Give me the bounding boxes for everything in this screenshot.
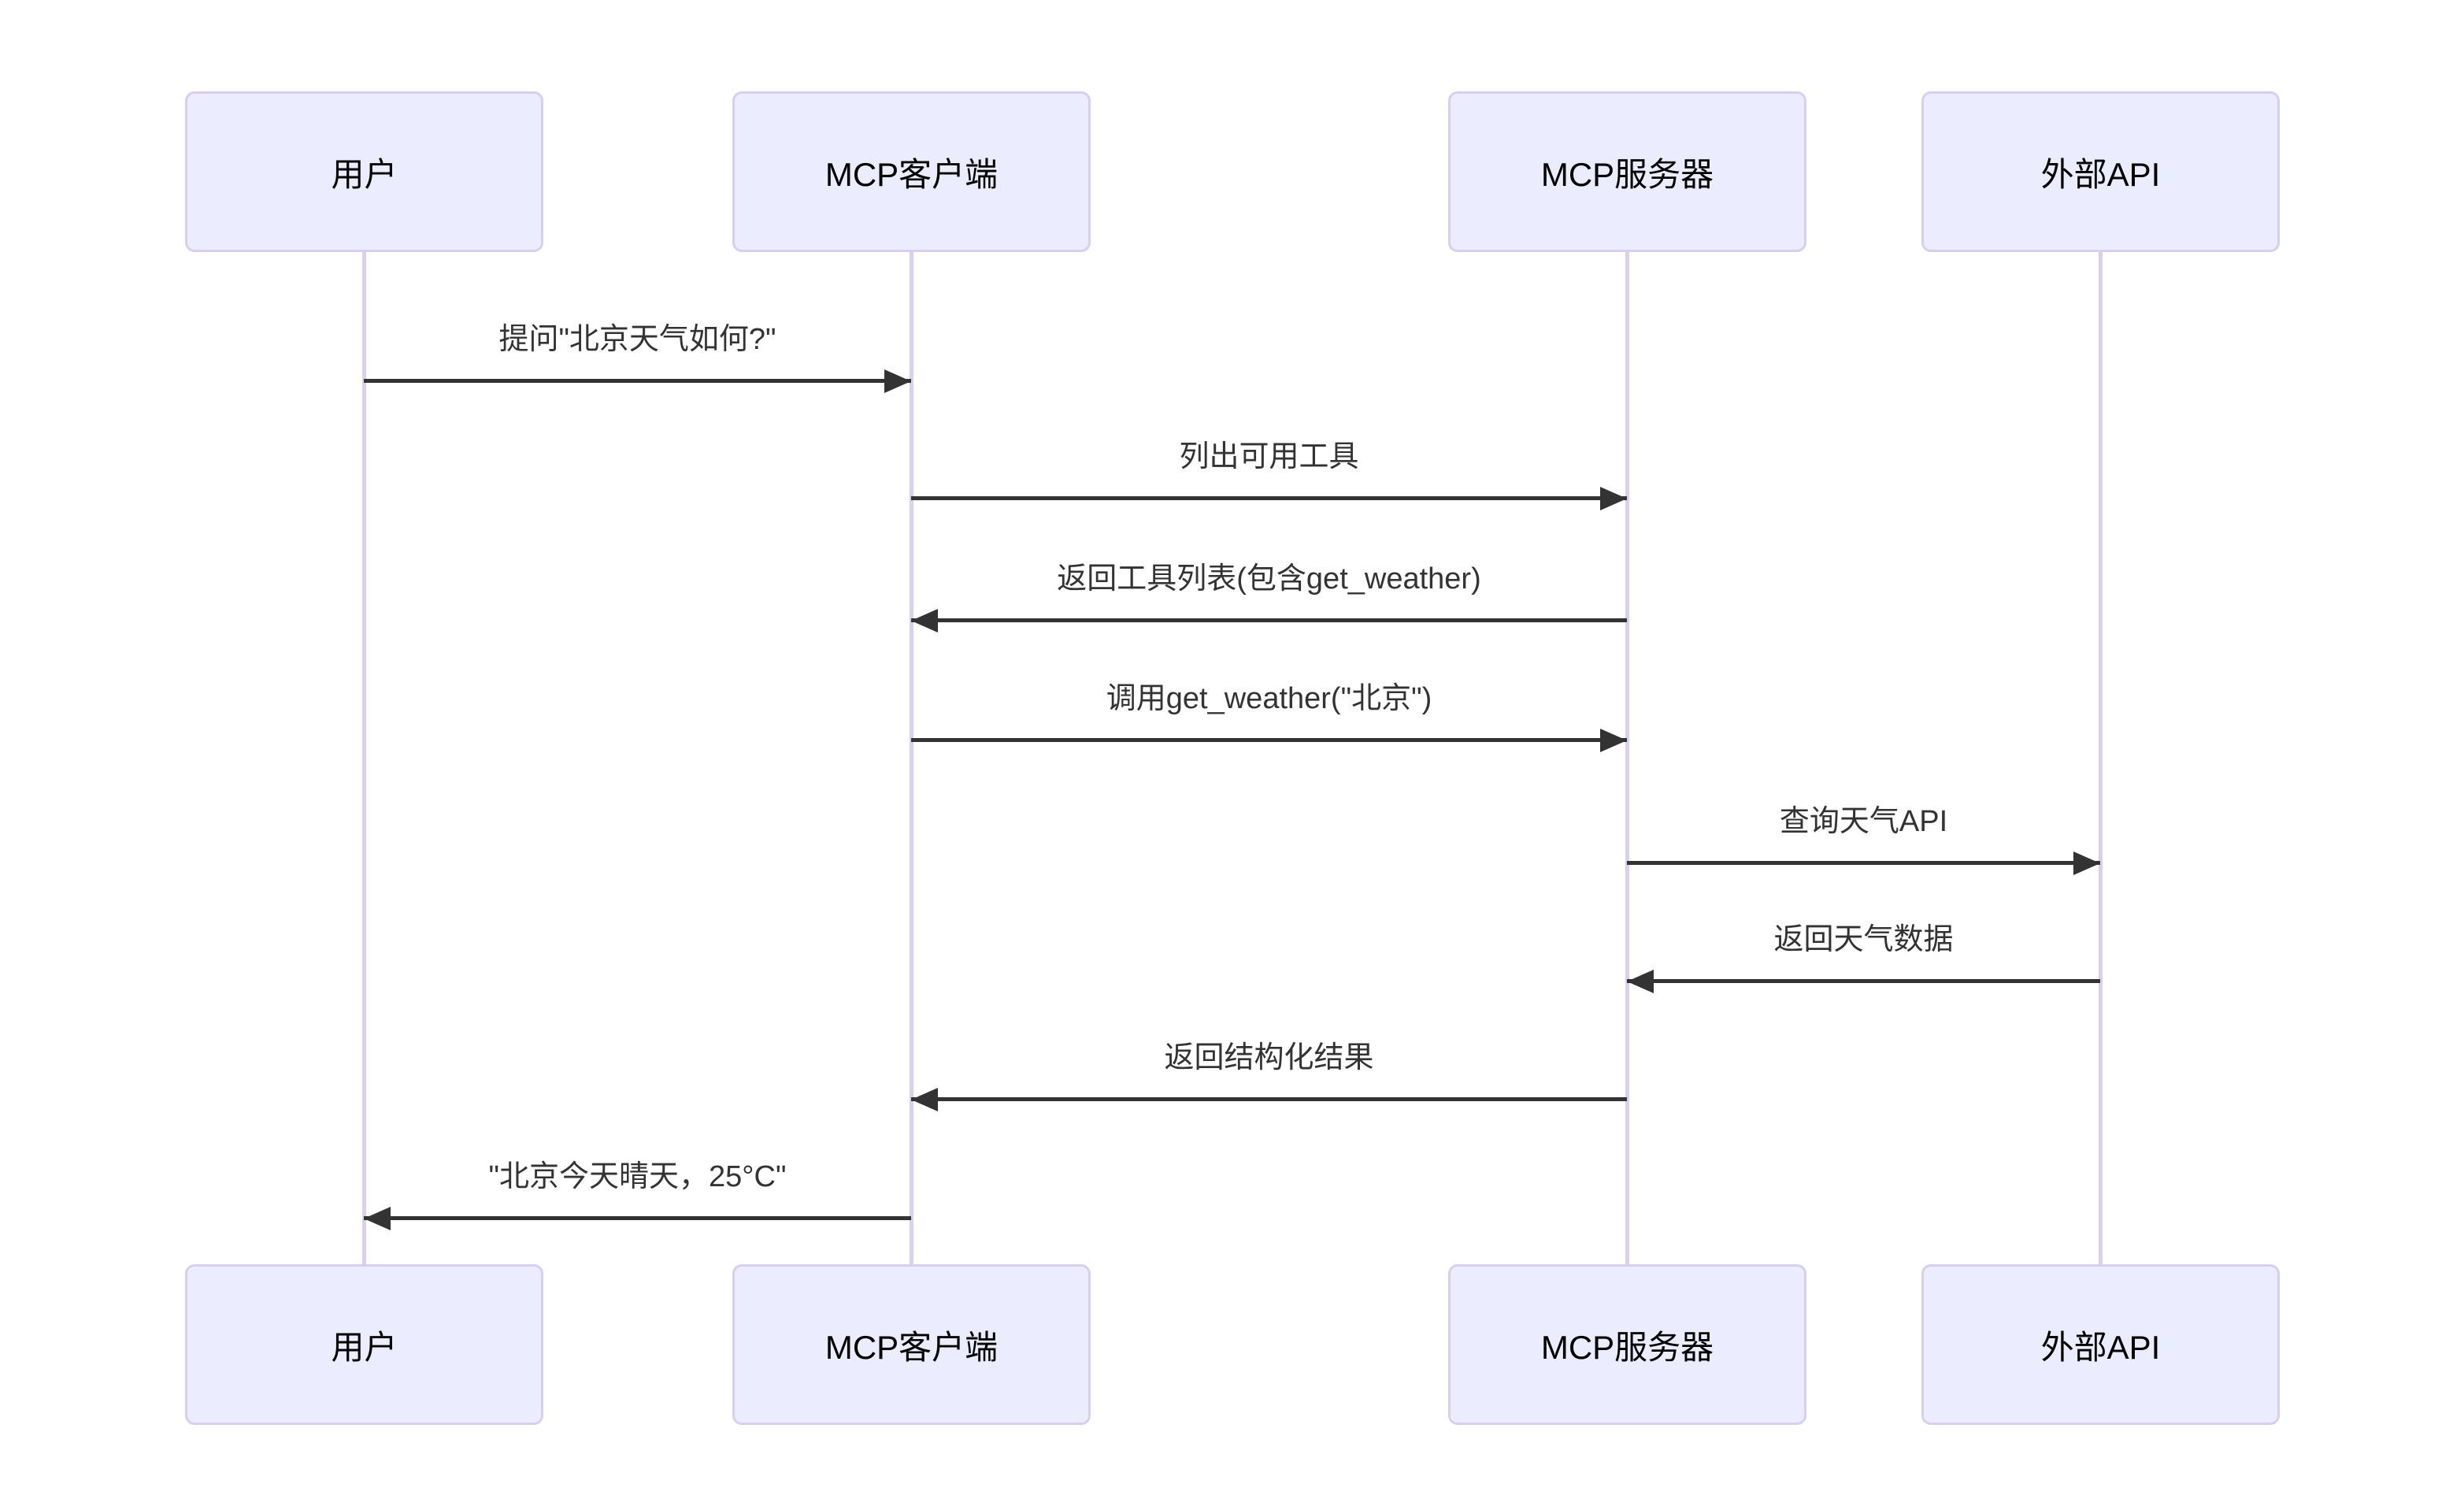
message-line (911, 496, 1627, 500)
message-line (911, 738, 1627, 742)
message-label: 返回工具列表(包含get_weather) (1057, 562, 1481, 595)
actor-label: MCP服务器 (1540, 155, 1714, 193)
message-5: 查询天气API (1627, 785, 2100, 875)
message-line (364, 379, 911, 383)
actor-bottom-mcp-client: MCP客户端 (732, 1264, 1091, 1425)
lifeline-mcp-client (910, 252, 913, 1264)
message-label: 返回天气数据 (1773, 923, 1954, 956)
arrowhead-right-icon (1600, 729, 1627, 752)
actor-top-mcp-client: MCP客户端 (732, 91, 1091, 252)
arrowhead-left-icon (911, 1088, 938, 1111)
message-label: 提问"北京天气如何?" (498, 323, 776, 356)
actor-bottom-external-api: 外部API (1921, 1264, 2280, 1425)
lifeline-mcp-server (1625, 252, 1629, 1264)
message-label: 列出可用工具 (1179, 440, 1359, 473)
actor-label: 外部API (2040, 1328, 2161, 1366)
actor-bottom-mcp-server: MCP服务器 (1448, 1264, 1806, 1425)
message-label: 调用get_weather("北京") (1106, 682, 1432, 715)
actor-bottom-user: 用户 (185, 1264, 543, 1425)
actor-label: MCP客户端 (824, 1328, 999, 1366)
message-label: 返回结构化结果 (1164, 1041, 1374, 1074)
message-line (1627, 979, 2100, 983)
message-8: "北京今天晴天，25°C" (364, 1140, 911, 1230)
arrowhead-right-icon (2073, 851, 2100, 875)
message-2: 列出可用工具 (911, 420, 1627, 510)
lifeline-user (362, 252, 366, 1264)
actor-label: 外部API (2040, 155, 2161, 193)
message-4: 调用get_weather("北京") (911, 662, 1627, 752)
arrowhead-right-icon (884, 369, 911, 393)
arrowhead-left-icon (364, 1207, 391, 1230)
arrowhead-left-icon (911, 609, 938, 633)
message-label: "北京今天晴天，25°C" (488, 1160, 787, 1193)
actor-label: MCP客户端 (824, 155, 999, 193)
message-line (364, 1216, 911, 1220)
arrowhead-left-icon (1627, 970, 1654, 993)
message-line (911, 1097, 1627, 1101)
message-1: 提问"北京天气如何?" (364, 302, 911, 393)
message-label: 查询天气API (1779, 805, 1948, 838)
message-line (1627, 861, 2100, 865)
message-3: 返回工具列表(包含get_weather) (911, 542, 1627, 633)
arrowhead-right-icon (1600, 487, 1627, 510)
message-6: 返回天气数据 (1627, 903, 2100, 993)
actor-top-mcp-server: MCP服务器 (1448, 91, 1806, 252)
actor-top-external-api: 外部API (1921, 91, 2280, 252)
message-line (911, 618, 1627, 622)
lifeline-external-api (2099, 252, 2103, 1264)
actor-label: 用户 (331, 1328, 398, 1366)
message-7: 返回结构化结果 (911, 1021, 1627, 1111)
actor-label: 用户 (331, 155, 398, 193)
actor-label: MCP服务器 (1540, 1328, 1714, 1366)
actor-top-user: 用户 (185, 91, 543, 252)
